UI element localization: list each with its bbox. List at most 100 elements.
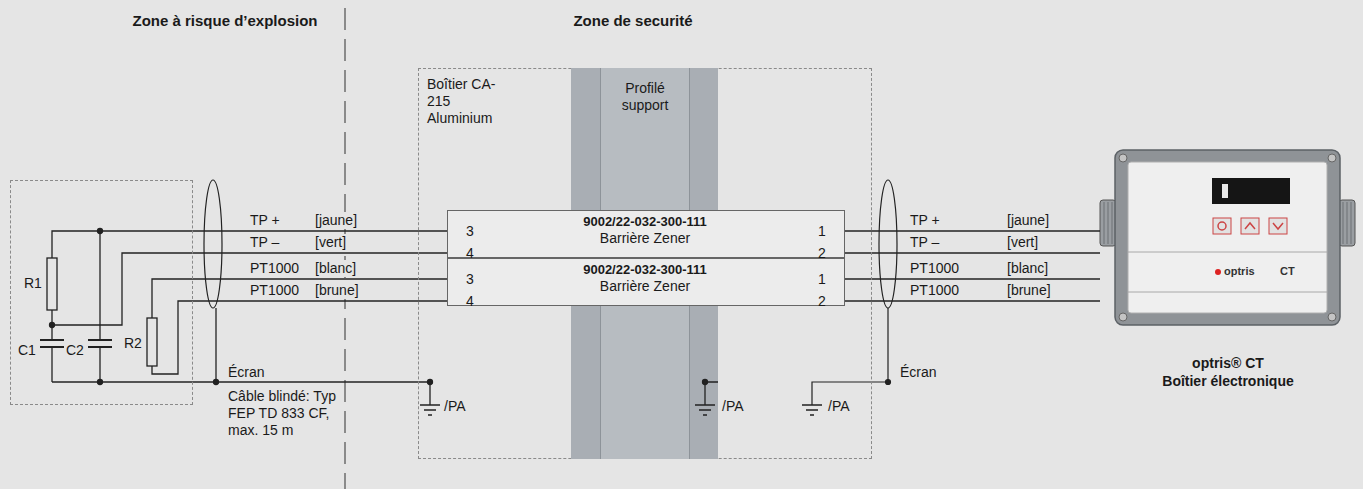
device-illustration xyxy=(1245,223,1255,229)
ground-symbol xyxy=(695,380,718,416)
device-illustration xyxy=(1212,178,1290,204)
device-illustration xyxy=(1339,200,1355,246)
node-text: C1 xyxy=(18,342,36,359)
signal-name: TP – xyxy=(908,234,941,251)
sensor-circuit xyxy=(51,347,52,382)
sensor-circuit xyxy=(40,340,64,347)
cable-shield xyxy=(879,180,897,308)
zener-barrier: 349002/22-032-300-111Barrière Zener12 xyxy=(447,258,845,306)
sensor-circuit xyxy=(88,340,112,347)
device-illustration xyxy=(1241,218,1259,234)
node-text: 9002/22-032-300-111 xyxy=(583,261,707,278)
node-text: 4 xyxy=(466,293,474,310)
device-illustration xyxy=(1222,184,1228,198)
device-illustration xyxy=(1343,202,1351,244)
device-illustration xyxy=(1100,150,1355,325)
ground-label: /PA xyxy=(720,398,746,415)
ground-symbol xyxy=(802,405,822,415)
signal-name: TP – xyxy=(248,234,281,251)
wire-color: [brune] xyxy=(1005,282,1053,299)
node-text: CT xyxy=(1280,265,1295,278)
wire-color: [vert] xyxy=(313,234,348,251)
sensor-circuit xyxy=(98,380,103,385)
sensor-circuit xyxy=(40,229,430,385)
shield-label: Écran xyxy=(898,364,939,381)
device-illustration xyxy=(1215,269,1221,275)
sensor-circuit xyxy=(152,279,193,318)
signal-wire xyxy=(845,230,1100,231)
sensor-circuit xyxy=(50,323,55,328)
device-illustration xyxy=(1104,202,1112,244)
node-text: Boîtier électronique xyxy=(1162,373,1293,390)
signal-wire xyxy=(845,300,1100,301)
zone-heading: Zone de securité xyxy=(571,12,694,29)
ground-label: /PA xyxy=(826,398,852,415)
node-text: 2 xyxy=(818,293,826,310)
node-text: C2 xyxy=(66,342,84,359)
ground-label: /PA xyxy=(442,398,468,415)
sensor-circuit xyxy=(52,381,430,382)
node-text: 1 xyxy=(818,223,826,240)
cable-shield xyxy=(886,380,891,385)
cable-shield xyxy=(812,308,888,405)
signal-wire xyxy=(193,252,447,253)
zone-heading: Zone à risque d’explosion xyxy=(130,12,319,29)
device-illustration xyxy=(1119,154,1127,162)
sensor-circuit xyxy=(152,301,193,374)
ground-symbol xyxy=(703,380,708,385)
device-illustration xyxy=(1328,154,1336,162)
signal-wire xyxy=(193,230,447,231)
node-text: Profilé support xyxy=(605,80,685,114)
cable-shield xyxy=(204,180,222,308)
node-text: 3 xyxy=(466,223,474,240)
node-text: 3 xyxy=(466,271,474,288)
wire-color: [jaune] xyxy=(313,212,359,229)
device-illustration xyxy=(1218,222,1226,230)
node-text: 1 xyxy=(818,271,826,288)
signal-wire xyxy=(193,278,447,279)
device-illustration xyxy=(1128,162,1327,313)
wire-color: [jaune] xyxy=(1005,212,1051,229)
sensor-circuit xyxy=(52,253,193,325)
cable-note: Câble blindé: Typ FEP TD 833 CF, max. 15… xyxy=(226,388,342,439)
sensor-box: R1C1C2R2 xyxy=(10,180,193,405)
sensor-circuit xyxy=(99,231,100,340)
electronics-box: optrisCToptris® CTBoîtier électronique xyxy=(1100,150,1355,325)
sensor-circuit xyxy=(99,347,100,382)
node-text: Barrière Zener xyxy=(600,230,690,247)
sensor-circuit xyxy=(214,380,219,385)
sensor-circuit xyxy=(215,308,216,382)
signal-wire xyxy=(193,300,447,301)
device-illustration xyxy=(1269,218,1287,234)
node-text: Boîtier CA-215 Aluminium xyxy=(427,76,507,127)
node-text: optris® CT xyxy=(1192,355,1264,372)
device-illustration xyxy=(1128,252,1327,292)
device-illustration xyxy=(1115,150,1340,325)
resistor-symbol xyxy=(47,258,57,310)
housing-box: Boîtier CA-215 Aluminium Profilé support 3… xyxy=(418,68,872,459)
resistor-symbol xyxy=(147,318,157,366)
signal-name: PT1000 xyxy=(908,260,961,277)
sensor-circuit xyxy=(98,229,103,234)
wire-color: [brune] xyxy=(313,282,361,299)
signal-wire xyxy=(845,278,1100,279)
node-text: R2 xyxy=(124,335,142,352)
shield-label: Écran xyxy=(226,364,267,381)
device-illustration xyxy=(1273,223,1283,229)
ground-symbol xyxy=(420,382,440,415)
ground-symbol xyxy=(428,380,433,385)
wire-color: [blanc] xyxy=(1005,260,1050,277)
device-illustration xyxy=(1100,200,1116,246)
signal-name: PT1000 xyxy=(248,282,301,299)
signal-name: TP + xyxy=(908,212,942,229)
wire-color: [vert] xyxy=(1005,234,1040,251)
signal-name: TP + xyxy=(248,212,282,229)
signal-wire xyxy=(845,252,1100,253)
wire-color: [blanc] xyxy=(313,260,358,277)
ground-symbol xyxy=(695,382,718,415)
signal-name: PT1000 xyxy=(248,260,301,277)
device-illustration xyxy=(1119,313,1127,321)
